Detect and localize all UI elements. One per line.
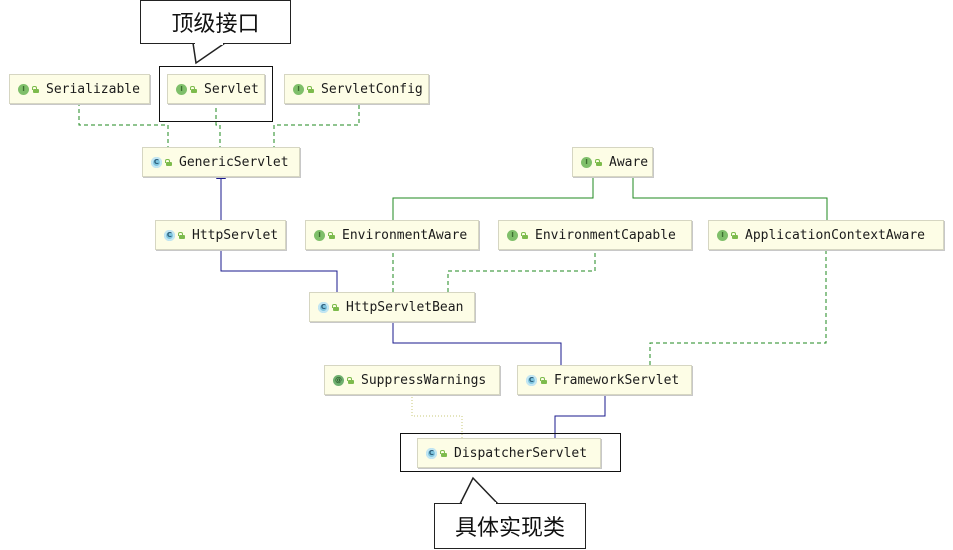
callout-bottom-joint [462,502,496,505]
node-servletconfig[interactable]: I ServletConfig [284,74,429,104]
edge-applicationcontextaware-aware [628,168,828,220]
edge-genericservlet-servletconfig [273,95,364,150]
node-suppresswarnings[interactable]: @ SuppressWarnings [324,365,500,395]
public-access-icon [165,158,172,166]
public-access-icon [521,231,528,239]
edge-dispatcherservlet-suppresswarnings [411,395,463,438]
node-aware[interactable]: I Aware [572,147,653,177]
abstract-class-icon: C [151,156,162,168]
node-label: EnvironmentAware [342,227,468,243]
node-genericservlet[interactable]: C GenericServlet [142,147,300,177]
dispatcherservlet-highlight-frame [400,433,621,472]
callout-bottom-pointer [458,476,500,505]
node-label: EnvironmentCapable [535,227,676,243]
node-serializable[interactable]: I Serializable [9,74,150,104]
node-label: SuppressWarnings [361,372,487,388]
interface-icon: I [507,229,518,241]
node-label: GenericServlet [179,154,289,170]
edge-httpservletbean-httpservlet [216,241,338,292]
public-access-icon [190,85,197,93]
callout-top-pointer [192,42,228,65]
callout-concrete-implementation: 具体实现类 [434,503,586,549]
public-access-icon [32,85,39,93]
node-label: DispatcherServlet [454,445,588,461]
edge-genericservlet-serializable [74,95,169,150]
callout-top-label: 顶级接口 [171,12,260,37]
node-label: HttpServlet [192,227,279,243]
public-access-icon [307,85,314,93]
node-environmentcapable[interactable]: I EnvironmentCapable [498,220,692,250]
edge-dispatcherservlet-frameworkservlet [554,386,610,438]
public-access-icon [440,449,447,457]
edge-frameworkservlet-httpservletbean [388,313,562,365]
interface-icon: I [18,83,29,95]
abstract-class-icon: C [164,229,175,241]
callout-top-joint [195,42,223,45]
node-httpservlet[interactable]: C HttpServlet [155,220,286,250]
servlet-highlight-frame [159,66,273,122]
interface-icon: I [314,229,325,241]
annotation-icon: @ [333,374,344,386]
abstract-class-icon: C [526,374,537,386]
edge-httpservletbean-environmentcapable [447,241,600,292]
edge-frameworkservlet-applicationcontextaware [649,241,831,365]
public-access-icon [595,158,602,166]
callout-bottom-label: 具体实现类 [454,516,565,541]
callout-top-level-interface: 顶级接口 [140,0,291,44]
node-frameworkservlet[interactable]: C FrameworkServlet [517,365,692,395]
node-label: ServletConfig [321,81,423,97]
node-label: Aware [609,154,649,170]
interface-icon: I [717,229,728,241]
public-access-icon [328,231,335,239]
interface-icon: I [293,83,304,95]
abstract-class-icon: C [318,301,329,313]
node-label: Serializable [46,81,140,97]
public-access-icon [540,376,547,384]
class-icon: C [426,447,437,459]
public-access-icon [178,231,185,239]
node-servlet[interactable]: I Servlet [167,74,265,104]
public-access-icon [347,376,354,384]
interface-icon: I [176,83,187,95]
public-access-icon [731,231,738,239]
interface-icon: I [581,156,592,168]
node-label: FrameworkServlet [554,372,680,388]
node-dispatcherservlet[interactable]: C DispatcherServlet [417,438,601,468]
edge-environmentaware-aware [392,168,598,220]
node-label: Servlet [204,81,259,97]
node-environmentaware[interactable]: I EnvironmentAware [305,220,479,250]
node-label: ApplicationContextAware [745,227,926,243]
node-httpservletbean[interactable]: C HttpServletBean [309,292,475,322]
public-access-icon [332,303,339,311]
node-applicationcontextaware[interactable]: I ApplicationContextAware [708,220,944,250]
node-label: HttpServletBean [346,299,464,315]
